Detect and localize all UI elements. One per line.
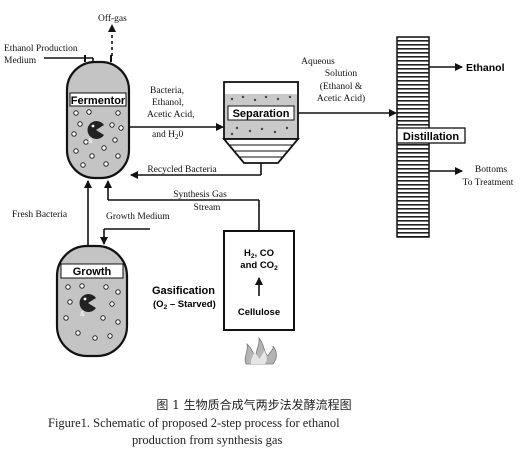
ethanol-output-label: Ethanol xyxy=(466,62,505,74)
cellulose-label: Cellulose xyxy=(238,307,280,318)
aqueous-label-line1: Aqueous xyxy=(301,57,335,67)
growth-medium-label: Growth Medium xyxy=(106,212,170,222)
growth-vessel: Growth & xyxy=(55,244,129,358)
bacterium-icon: & xyxy=(79,293,96,318)
stream-label-water: and H20 xyxy=(152,130,183,141)
caption-english-line2: production from synthesis gas xyxy=(132,433,282,447)
aqueous-label-line4: Acetic Acid) xyxy=(317,93,365,104)
off-gas-label: Off-gas xyxy=(98,13,127,24)
separation-label: Separation xyxy=(233,108,290,120)
svg-text:&: & xyxy=(88,138,93,145)
stream-label-ethanol: Ethanol, xyxy=(152,98,184,108)
o2-starved-label: (O2 – Starved) xyxy=(153,299,216,311)
caption-chinese: 图 1 生物质合成气两步法发酵流程图 xyxy=(156,397,351,412)
growth-label: Growth xyxy=(73,266,112,278)
bacterium-icon: & xyxy=(87,121,104,145)
fermentor-label: Fermentor xyxy=(71,95,126,107)
aqueous-label-line2: Solution xyxy=(325,69,357,79)
gasifier-products-line1: H2, CO xyxy=(244,248,274,260)
distillation-column: Distillation xyxy=(396,36,466,238)
aqueous-label-line3: (Ethanol & xyxy=(320,81,363,92)
gasifier: H2, CO and CO2 Cellulose xyxy=(223,230,295,331)
stream-label-acetic-acid: Acetic Acid, xyxy=(147,110,194,120)
gasifier-products-line2: and CO2 xyxy=(240,260,278,272)
gasification-label: Gasification xyxy=(152,285,215,297)
caption-english-line1: Figure1. Schematic of proposed 2-step pr… xyxy=(48,416,340,430)
off-gas-arrowhead xyxy=(108,24,116,32)
ethanol-medium-label-line2: Medium xyxy=(4,56,37,66)
stream-label-bacteria: Bacteria, xyxy=(150,86,184,96)
syngas-label-line2: Stream xyxy=(194,203,222,213)
fresh-bacteria-label: Fresh Bacteria xyxy=(12,210,68,220)
syngas-label-line1: Synthesis Gas xyxy=(173,190,227,200)
bottoms-label-line2: To Treatment xyxy=(463,178,514,188)
svg-text:&: & xyxy=(80,311,85,318)
fermentor-vessel: Fermentor & xyxy=(65,55,131,180)
bottoms-label-line1: Bottoms xyxy=(475,165,508,175)
separation-unit: Separation xyxy=(222,81,300,164)
ethanol-medium-label-line1: Ethanol Production xyxy=(4,44,78,54)
flame-icon xyxy=(244,336,277,365)
distillation-label: Distillation xyxy=(403,131,460,143)
recycled-bacteria-label: Recycled Bacteria xyxy=(147,165,217,175)
